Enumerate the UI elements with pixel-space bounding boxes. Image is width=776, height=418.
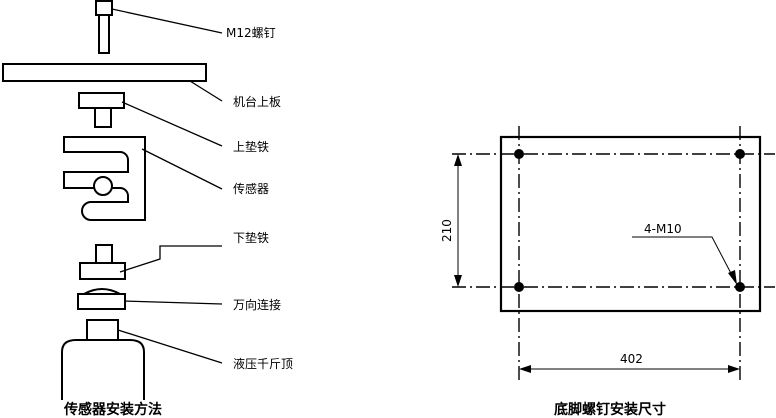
hole-callout-label: 4-M10: [644, 222, 682, 236]
dimension-210-label: 210: [440, 219, 454, 242]
sensor-center-hole: [93, 176, 113, 196]
leader-jack: [117, 329, 223, 364]
base-outline: [499, 135, 762, 313]
leader-joint: [123, 300, 223, 305]
label-joint: 万向连接: [233, 297, 281, 312]
lower-pad: [79, 244, 126, 280]
leader-bolt: [111, 8, 223, 34]
upper-pad: [78, 92, 125, 128]
machine-top-plate: [2, 63, 207, 82]
dimension-402: [519, 365, 740, 373]
leader-lower-pad: [119, 245, 222, 273]
leader-upper-pad: [121, 101, 223, 147]
dimension-210: [454, 154, 462, 287]
label-bolt: M12螺钉: [226, 26, 276, 40]
hole-callout: [632, 236, 737, 285]
m12-bolt: [95, 0, 113, 54]
label-sensor: 传感器: [233, 181, 269, 196]
label-top-plate: 机台上板: [233, 94, 281, 109]
caption-sensor-installation: 传感器安装方法: [63, 401, 162, 418]
hydraulic-jack: [61, 319, 145, 400]
bolt-holes: [514, 149, 745, 292]
leader-sensor: [141, 148, 223, 190]
sensor-installation-figure: M12螺钉 机台上板 上垫铁 传感器 下垫铁 万向连接 液压千斤顶 传感器安装方…: [2, 0, 293, 418]
label-lower-pad: 下垫铁: [233, 230, 269, 245]
caption-foot-bolt: 底脚螺钉安装尺寸: [554, 401, 666, 418]
foot-bolt-dimension-figure: 210 402 4-M10 底脚螺钉安装尺寸: [440, 126, 775, 418]
label-jack: 液压千斤顶: [233, 356, 293, 371]
dimension-402-label: 402: [620, 352, 643, 366]
label-upper-pad: 上垫铁: [233, 139, 269, 154]
universal-joint: [77, 288, 126, 310]
center-lines: [452, 126, 775, 384]
leader-top-plate: [189, 80, 223, 102]
